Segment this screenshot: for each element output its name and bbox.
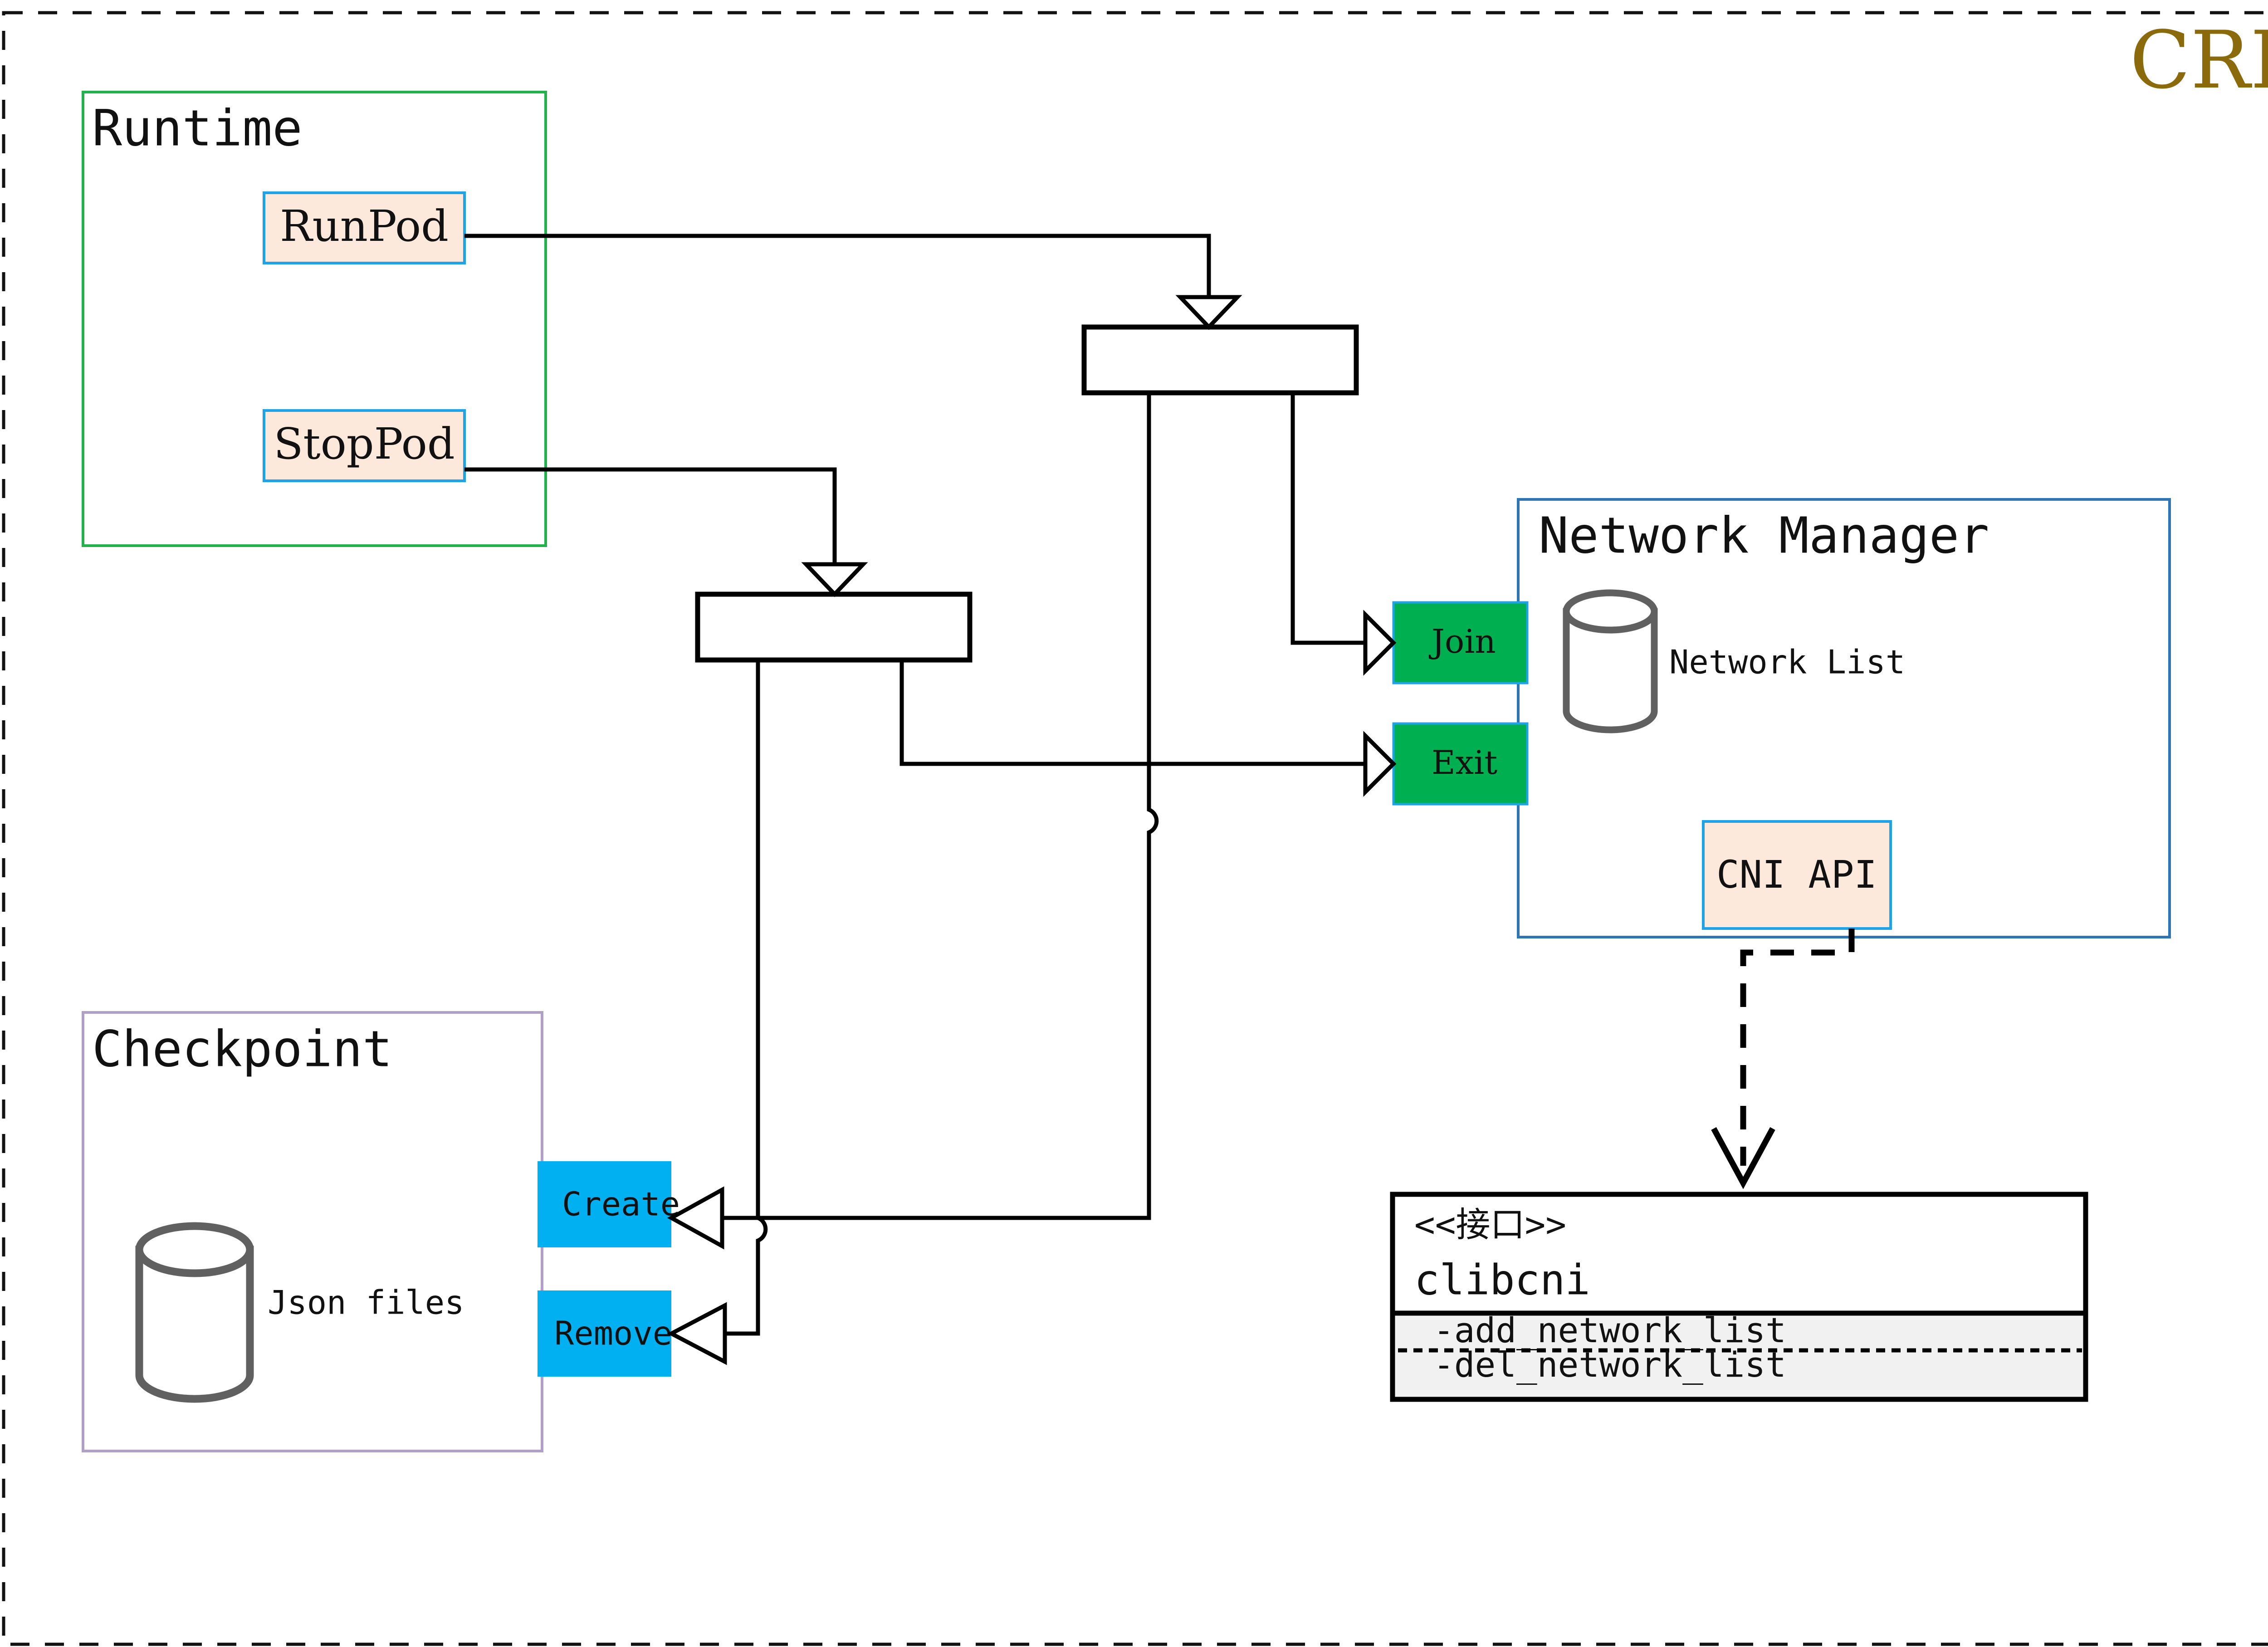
- network-list-label: Network List: [1669, 643, 1905, 681]
- stoppod-fanout-junction: [695, 591, 973, 663]
- runtime-group-label: Runtime: [92, 99, 303, 157]
- cni-api-box[interactable]: [1702, 820, 1892, 930]
- create-label: Create: [562, 1185, 680, 1223]
- exit-label: Exit: [1432, 743, 1497, 782]
- outer-dashed-frame: [2, 11, 2268, 1646]
- runpod-label: RunPod: [280, 201, 449, 251]
- cni-api-label: CNI API: [1716, 852, 1877, 897]
- arrowhead-to-remove: [667, 1302, 727, 1365]
- remove-box[interactable]: [538, 1290, 671, 1377]
- checkpoint-store-label: Json files: [268, 1284, 464, 1322]
- arrowhead-to-join: [1363, 610, 1397, 676]
- exit-port-box[interactable]: [1392, 722, 1529, 806]
- wire-runpod-to-junction: [464, 234, 1211, 297]
- create-box[interactable]: [538, 1161, 671, 1247]
- arrowhead-to-create: [667, 1186, 724, 1250]
- clibcni-interface-outline: [1390, 1192, 2088, 1402]
- clibcni-operation-del: -del_network_list: [1433, 1344, 1786, 1385]
- stoppod-box[interactable]: [263, 409, 466, 482]
- arrowhead-to-lower-junction: [801, 562, 868, 597]
- wire-junction-lower-left-leg: [725, 660, 768, 1336]
- cylinder-database-icon: [1563, 589, 1658, 733]
- wire-cniapi-to-clibcni: [1740, 929, 1855, 1166]
- clibcni-stereotype: <<接口>>: [1414, 1204, 1566, 1245]
- join-label: Join: [1428, 622, 1496, 660]
- wire-junction-lower-right-to-exit: [899, 660, 1365, 766]
- stoppod-label: StopPod: [274, 419, 455, 469]
- wire-junction-upper-right-to-join: [1290, 393, 1365, 645]
- arrowhead-open-v-to-clibcni: [1711, 1127, 1775, 1189]
- checkpoint-group-label: Checkpoint: [92, 1020, 392, 1078]
- clibcni-operation-add: -add_network_list: [1433, 1310, 1786, 1350]
- runpod-box[interactable]: [263, 191, 466, 264]
- network-manager-group-box: [1517, 498, 2171, 938]
- page-title: CRI: [2130, 15, 2268, 107]
- remove-label: Remove: [554, 1315, 672, 1353]
- arrowhead-to-upper-junction: [1175, 295, 1242, 330]
- clibcni-operations-compartment: [1395, 1313, 2083, 1397]
- cylinder-database-icon: [135, 1222, 254, 1403]
- clibcni-name: clibcni: [1414, 1256, 1590, 1304]
- runtime-group-box: [82, 91, 547, 547]
- arrowhead-to-exit: [1363, 731, 1397, 797]
- runpod-fanout-junction: [1081, 324, 1359, 396]
- wire-junction-upper-left-leg: [722, 393, 1159, 1220]
- network-manager-group-label: Network Manager: [1539, 506, 1989, 564]
- wire-stoppod-to-junction: [464, 467, 837, 564]
